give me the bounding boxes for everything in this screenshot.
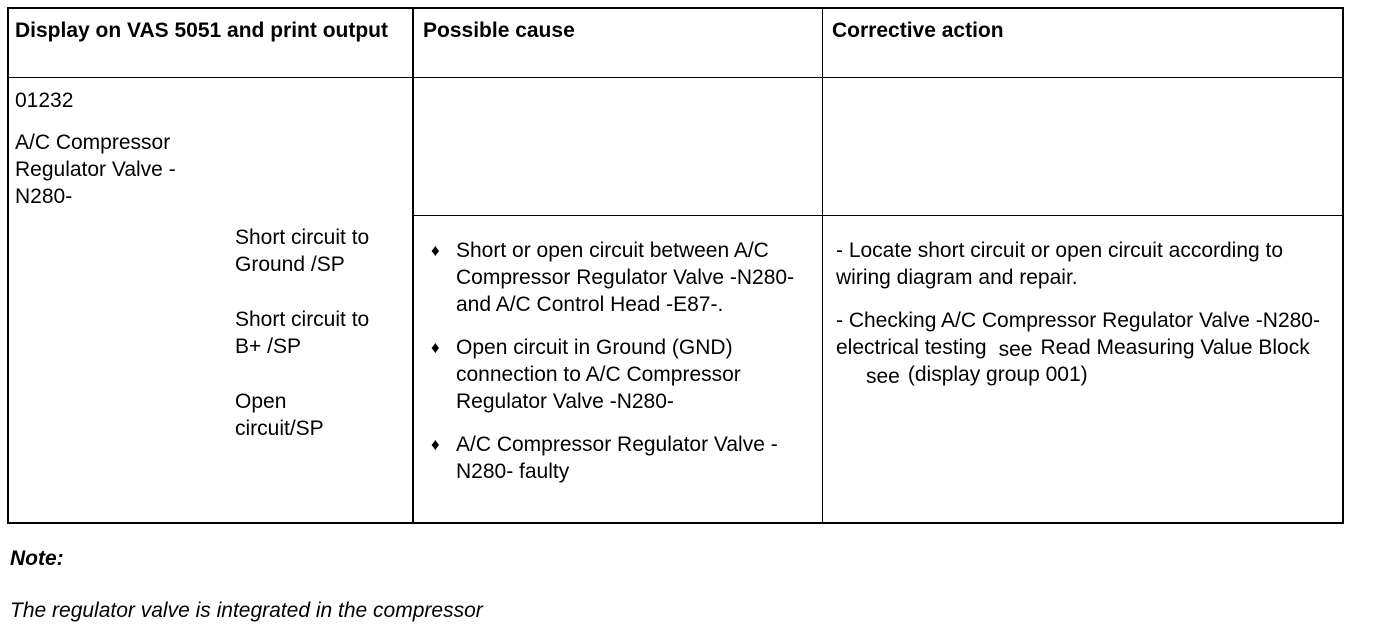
cause-text: Short or open circuit between A/C Compre… [456,239,795,316]
action-check-text: - Checking A/C Compressor Regulator Valv… [836,309,1320,359]
cause-item: ♦ A/C Compressor Regulator Valve -N280- … [431,431,801,485]
note-title: Note: [10,547,64,570]
cause-text: Open circuit in Ground (GND) connection … [456,336,741,413]
action-check: - Checking A/C Compressor Regulator Valv… [836,307,1331,388]
table-border-bottom [7,522,1344,524]
component-name: A/C Compressor Regulator Valve -N280- [15,131,176,208]
diamond-bullet-icon: ♦ [431,241,440,260]
fault-code: 01232 [15,89,74,112]
table-border-left [7,7,9,524]
cause-item: ♦ Short or open circuit between A/C Comp… [431,237,801,318]
cause-text: A/C Compressor Regulator Valve -N280- fa… [456,433,778,483]
row-divider [412,215,1344,216]
corrective-action-list: - Locate short circuit or open circuit a… [836,237,1331,388]
table-border-top [7,7,1344,9]
read-measuring-value-block-link[interactable]: Read Measuring Value Block [1040,336,1310,359]
column-divider-1 [412,7,414,524]
table-border-right [1342,7,1344,524]
header-possible-cause: Possible cause [423,19,575,42]
fault-type-short-ground: Short circuit to Ground /SP [235,226,370,276]
header-display: Display on VAS 5051 and print output [15,19,388,42]
action-locate: - Locate short circuit or open circuit a… [836,239,1284,289]
possible-cause-list: ♦ Short or open circuit between A/C Comp… [431,237,801,485]
diamond-bullet-icon: ♦ [431,338,440,357]
diamond-bullet-icon: ♦ [431,435,440,454]
note-text: The regulator valve is integrated in the… [10,599,483,622]
column-divider-2 [822,7,823,524]
fault-table: Display on VAS 5051 and print output Pos… [7,7,1344,524]
fault-type-short-bplus: Short circuit to B+ /SP [235,308,370,358]
cause-item: ♦ Open circuit in Ground (GND) connectio… [431,334,801,415]
header-divider [7,77,1344,78]
fault-type-open-circuit: Open circuit/SP [235,390,324,440]
header-corrective-action: Corrective action [832,19,1004,42]
see-link[interactable]: see [998,338,1033,361]
display-group-text: (display group 001) [907,363,1088,386]
see-link[interactable]: see [866,365,900,388]
